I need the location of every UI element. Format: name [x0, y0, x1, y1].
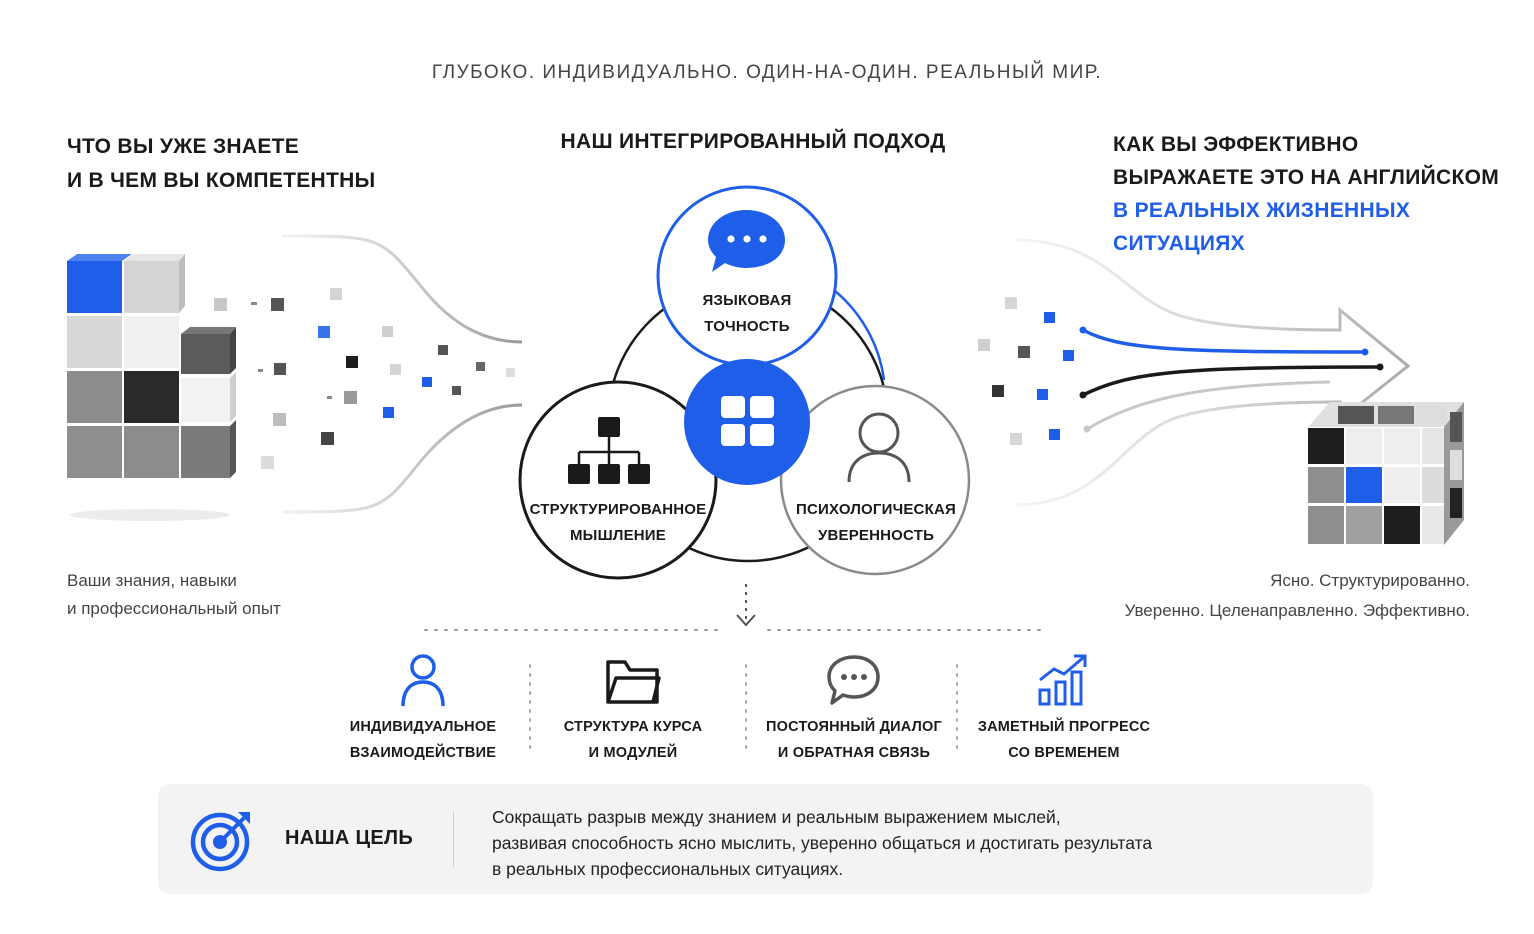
structure-label-line1: СТРУКТУРИРОВАННОЕ: [529, 501, 707, 518]
feature-course-line1: СТРУКТУРА КУРСА: [563, 719, 703, 735]
language-label-line2: ТОЧНОСТЬ: [704, 318, 790, 335]
feature-progress: ЗАМЕТНЫЙ ПРОГРЕСС СО ВРЕМЕНЕМ: [972, 652, 1156, 766]
goal-panel: [158, 784, 1373, 894]
goal-line2: развивая способность ясно мыслить, увере…: [492, 833, 1153, 853]
goal-divider: [453, 812, 454, 867]
psych-label-line1: ПСИХОЛОГИЧЕСКАЯ: [796, 501, 956, 518]
growth-chart-icon: [1038, 654, 1087, 706]
structured-thinking-label: СТРУКТУРИРОВАННОЕ МЫШЛЕНИЕ: [523, 497, 713, 549]
goal-description: Сокращать разрыв между знанием и реальны…: [492, 804, 1152, 882]
goal-line3: в реальных профессиональных ситуациях.: [492, 859, 844, 879]
structure-label-line2: МЫШЛЕНИЕ: [569, 527, 666, 544]
person-outline-icon: [847, 412, 911, 483]
feature-dialog-line1: ПОСТОЯННЫЙ ДИАЛОГ: [766, 719, 942, 735]
right-caption-line1: Ясно. Структурированно.: [1270, 571, 1470, 590]
language-label-line1: ЯЗЫКОВАЯ: [702, 292, 792, 309]
feature-course-line2: И МОДУЛЕЙ: [588, 745, 678, 761]
left-heading-line2: И В ЧЕМ ВЫ КОМПЕТЕНТНЫ: [67, 169, 376, 192]
speech-bubble-icon: [708, 210, 785, 272]
right-caption: Ясно. Структурированно. Уверенно. Целена…: [1060, 566, 1470, 626]
goal-line1: Сокращать разрыв между знанием и реальны…: [492, 807, 1061, 827]
right-flow-lines: [1014, 238, 1411, 507]
left-caption-line2: и профессиональный опыт: [67, 599, 281, 618]
feature-individual: ИНДИВИДУАЛЬНОЕ ВЗАИМОДЕЙСТВИЕ: [333, 652, 513, 766]
feature-dialog: ПОСТОЯННЫЙ ДИАЛОГ И ОБРАТНАЯ СВЯЗЬ: [755, 652, 953, 766]
feature-course-structure: СТРУКТУРА КУРСА И МОДУЛЕЙ: [543, 652, 723, 766]
folder-icon: [606, 660, 661, 704]
feature-individual-line1: ИНДИВИДУАЛЬНОЕ: [349, 719, 497, 735]
left-caption: Ваши знания, навыки и профессиональный о…: [67, 567, 281, 623]
knowledge-cube-stack: [67, 254, 236, 521]
feature-progress-line2: СО ВРЕМЕНЕМ: [1008, 745, 1120, 761]
right-caption-line2: Уверенно. Целенаправленно. Эффективно.: [1124, 601, 1470, 620]
feature-individual-line2: ВЗАИМОДЕЙСТВИЕ: [349, 745, 497, 761]
left-heading-line1: ЧТО ВЫ УЖЕ ЗНАЕТЕ: [67, 135, 300, 158]
feature-progress-line1: ЗАМЕТНЫЙ ПРОГРЕСС: [977, 719, 1151, 735]
target-icon: [190, 812, 250, 872]
language-precision-label: ЯЗЫКОВАЯ ТОЧНОСТЬ: [657, 288, 837, 340]
tagline: ГЛУБОКО. ИНДИВИДУАЛЬНО. ОДИН-НА-ОДИН. РЕ…: [431, 62, 1103, 83]
goal-title: НАША ЦЕЛЬ: [285, 827, 414, 849]
psychological-confidence-label: ПСИХОЛОГИЧЕСКАЯ УВЕРЕННОСТЬ: [786, 497, 966, 549]
right-pixel-particles: [978, 297, 1074, 445]
hierarchy-icon: [568, 417, 650, 484]
grid-icon: [721, 396, 774, 446]
right-heading-line3: В РЕАЛЬНЫХ ЖИЗНЕННЫХ СИТУАЦИЯХ: [1113, 199, 1411, 255]
right-heading: КАК ВЫ ЭФФЕКТИВНО ВЫРАЖАЕТЕ ЭТО НА АНГЛИ…: [1113, 128, 1534, 260]
feature-dialog-line2: И ОБРАТНАЯ СВЯЗЬ: [777, 745, 931, 761]
output-cube: [1308, 402, 1464, 545]
person-icon: [401, 654, 445, 707]
down-arrow-connector: [424, 584, 1049, 753]
right-heading-line1: КАК ВЫ ЭФФЕКТИВНО: [1113, 133, 1359, 156]
right-heading-line2: ВЫРАЖАЕТЕ ЭТО НА АНГЛИЙСКОМ: [1113, 166, 1499, 189]
chat-icon: [827, 655, 880, 705]
left-heading: ЧТО ВЫ УЖЕ ЗНАЕТЕ И В ЧЕМ ВЫ КОМПЕТЕНТНЫ: [67, 130, 375, 198]
psych-label-line2: УВЕРЕННОСТЬ: [817, 527, 935, 544]
center-heading: НАШ ИНТЕГРИРОВАННЫЙ ПОДХОД: [560, 130, 946, 153]
left-caption-line1: Ваши знания, навыки: [67, 571, 237, 590]
left-funnel-curves: [281, 234, 523, 514]
left-pixel-particles: [214, 288, 515, 469]
